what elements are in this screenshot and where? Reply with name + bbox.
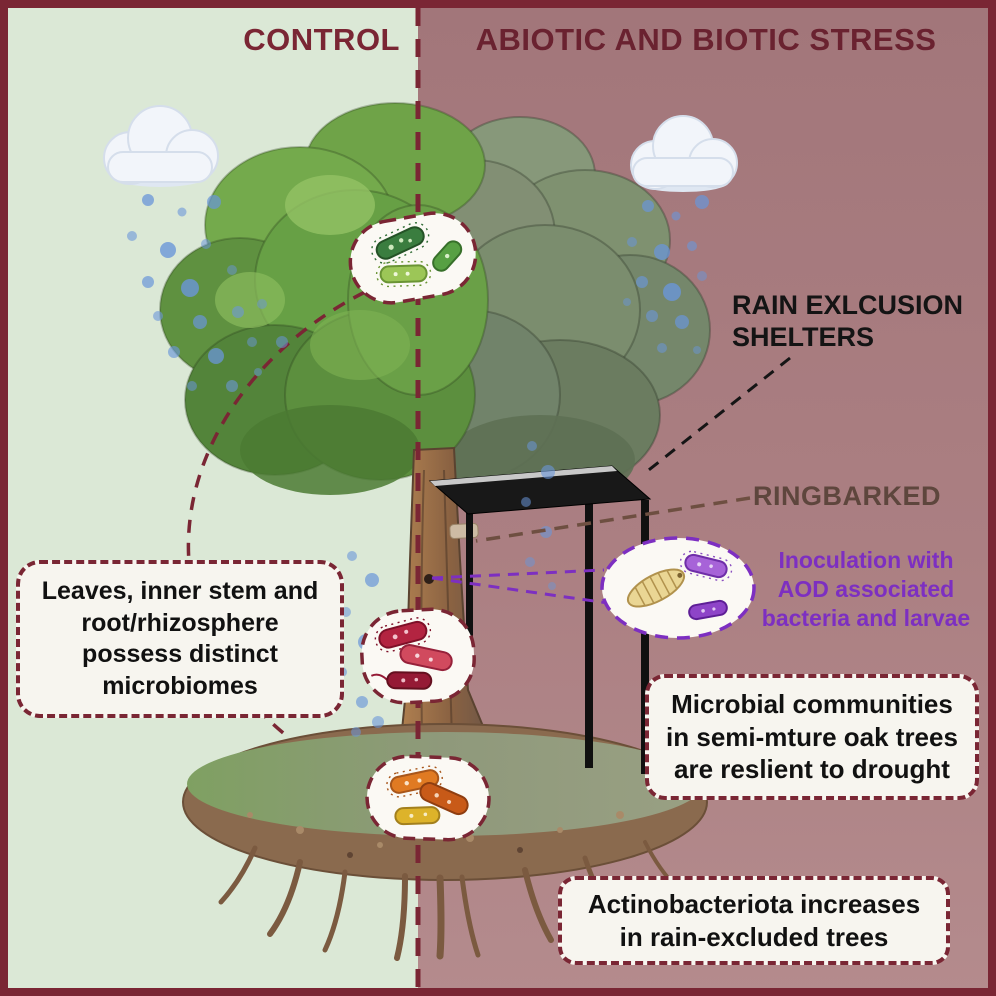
cloud-left-icon [103,105,219,187]
inoculation-connector-lines [431,568,609,605]
rain-left [127,194,288,392]
inoculation-site-dot [424,574,434,584]
bacterium-violet-icon [688,599,728,621]
root-microbiome-icon [365,754,491,842]
rain-shelters-label: RAIN EXLCUSION SHELTERS [732,290,964,352]
bacterium-purple-icon [679,550,733,582]
canopy-microbiome-icon [348,211,478,305]
cloud-right-icon [630,115,738,192]
drought-resilience-callout: Microbial communities in semi-mture oak … [645,674,979,800]
microbiomes-callout: Leaves, inner stem and root/rhizosphere … [16,560,344,718]
control-title: CONTROL [243,22,400,57]
bacterium-darkgreen-icon [371,222,430,264]
bacterium-lightgreen-icon [375,260,432,288]
bacterium-deeporange-icon [419,782,469,816]
ringbark-mark [449,522,479,540]
inoculation-label: Inoculation with AOD associated bacteria… [761,547,971,631]
stress-title: ABIOTIC AND BIOTIC STRESS [475,22,937,57]
shelter-connector-line [644,356,791,475]
stem-microbiome-icon [360,607,476,705]
actinobacteriota-callout: Actinobacteriota increases in rain-exclu… [558,876,950,965]
bacterium-yellow-icon [394,806,441,826]
bacterium-crimson-icon [399,644,453,672]
bacterium-darkred-icon [370,671,433,690]
rain-right [623,195,709,354]
roots [218,840,681,961]
bacterium-green-icon [432,240,463,272]
ringbark-connector-line [475,496,751,543]
ringbarked-label: RINGBARKED [753,481,942,511]
rain-shelter-icon [428,465,652,774]
inoculation-capsule-icon [600,536,756,640]
larva-icon [626,568,686,608]
